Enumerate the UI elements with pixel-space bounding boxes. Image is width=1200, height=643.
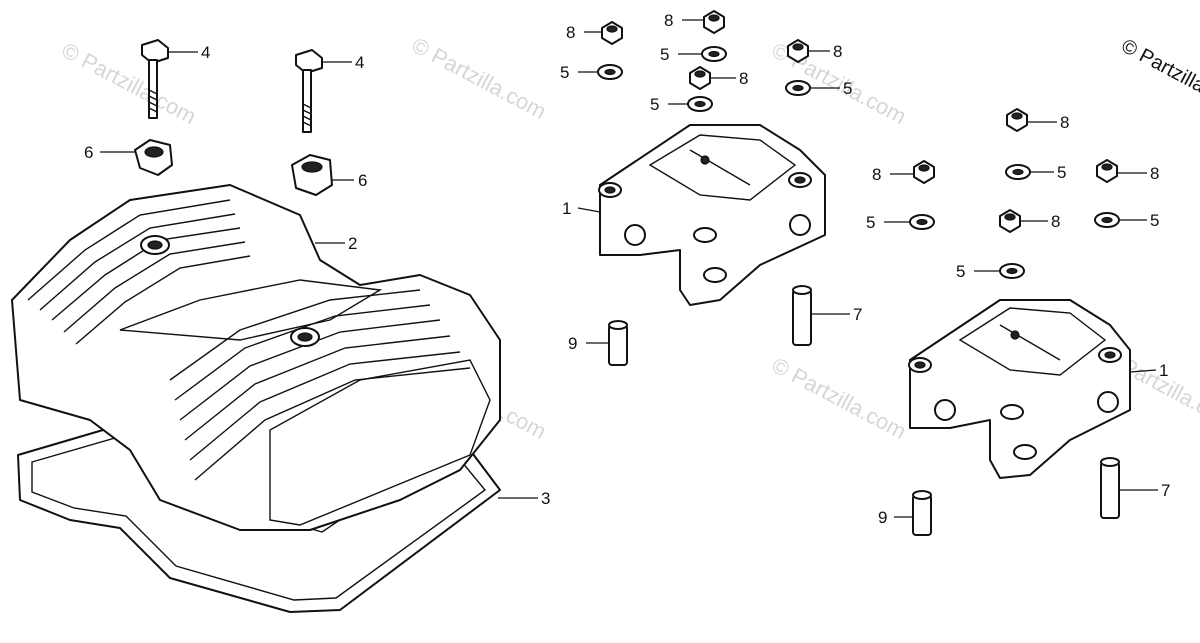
callout-label: 2 bbox=[348, 234, 357, 253]
callout-label: 8 bbox=[1051, 212, 1060, 231]
washer-icon bbox=[909, 214, 935, 230]
callout-label: 3 bbox=[541, 489, 550, 508]
watermark-text: © Partzilla.com bbox=[58, 37, 201, 129]
callout-label: 8 bbox=[1150, 164, 1159, 183]
callout-labels: 4 4 6 6 2 3 1 1 8 8 8 8 5 5 5 5 8 8 5 8 … bbox=[84, 11, 1170, 527]
cap-nut-icon bbox=[999, 209, 1021, 233]
callout-label: 5 bbox=[956, 262, 965, 281]
callout-label: 8 bbox=[664, 11, 673, 30]
watermark-text: © Partzilla.com bbox=[768, 352, 911, 444]
callout-label: 8 bbox=[833, 42, 842, 61]
washer-icon bbox=[1005, 164, 1031, 180]
cap-nut-icon bbox=[703, 10, 725, 34]
washer-icon bbox=[687, 96, 713, 112]
callout-label: 6 bbox=[358, 171, 367, 190]
callout-label: 9 bbox=[568, 334, 577, 353]
callout-label: 8 bbox=[872, 165, 881, 184]
bolt-icon bbox=[141, 39, 169, 119]
cap-nut-icon bbox=[601, 21, 623, 45]
bolt-icon bbox=[295, 49, 323, 133]
callout-label: 6 bbox=[84, 143, 93, 162]
copyright-label: © Partzilla bbox=[1118, 35, 1200, 98]
cap-nut-icon bbox=[1006, 108, 1028, 132]
callout-label: 9 bbox=[878, 508, 887, 527]
leader-lines bbox=[100, 19, 1158, 518]
washer-icon bbox=[999, 263, 1025, 279]
callout-label: 1 bbox=[1159, 361, 1168, 380]
callout-label: 4 bbox=[201, 43, 210, 62]
cap-nut-icon bbox=[1096, 159, 1118, 183]
cap-nut-icon bbox=[787, 39, 809, 63]
callout-label: 8 bbox=[566, 23, 575, 42]
dowel-pin-icon bbox=[792, 285, 812, 346]
dowel-pin-icon bbox=[912, 490, 932, 536]
rocker-arm-holder-icon bbox=[598, 124, 826, 306]
washer-icon bbox=[701, 46, 727, 62]
callout-label: 8 bbox=[1060, 113, 1069, 132]
callout-label: 7 bbox=[853, 305, 862, 324]
callout-label: 5 bbox=[866, 213, 875, 232]
callout-label: 7 bbox=[1161, 481, 1170, 500]
callout-label: 4 bbox=[355, 53, 364, 72]
dowel-pin-icon bbox=[608, 320, 628, 366]
watermark-text: © Partzilla.com bbox=[408, 32, 551, 124]
callout-label: 5 bbox=[660, 45, 669, 64]
callout-label: 5 bbox=[560, 63, 569, 82]
grommet-icon bbox=[134, 139, 173, 176]
washer-icon bbox=[1094, 212, 1120, 228]
callout-label: 5 bbox=[650, 95, 659, 114]
callout-label: 1 bbox=[562, 199, 571, 218]
grommet-icon bbox=[291, 154, 333, 196]
cap-nut-icon bbox=[913, 160, 935, 184]
dowel-pin-icon bbox=[1100, 457, 1120, 519]
washer-icon bbox=[785, 80, 811, 96]
callout-label: 5 bbox=[1150, 211, 1159, 230]
callout-label: 5 bbox=[1057, 163, 1066, 182]
callout-label: 8 bbox=[739, 69, 748, 88]
rocker-arm-holder-icon bbox=[908, 299, 1131, 479]
washer-icon bbox=[597, 64, 623, 80]
cylinder-head-cover-icon bbox=[11, 184, 501, 531]
cap-nut-icon bbox=[689, 66, 711, 90]
callout-label: 5 bbox=[843, 79, 852, 98]
